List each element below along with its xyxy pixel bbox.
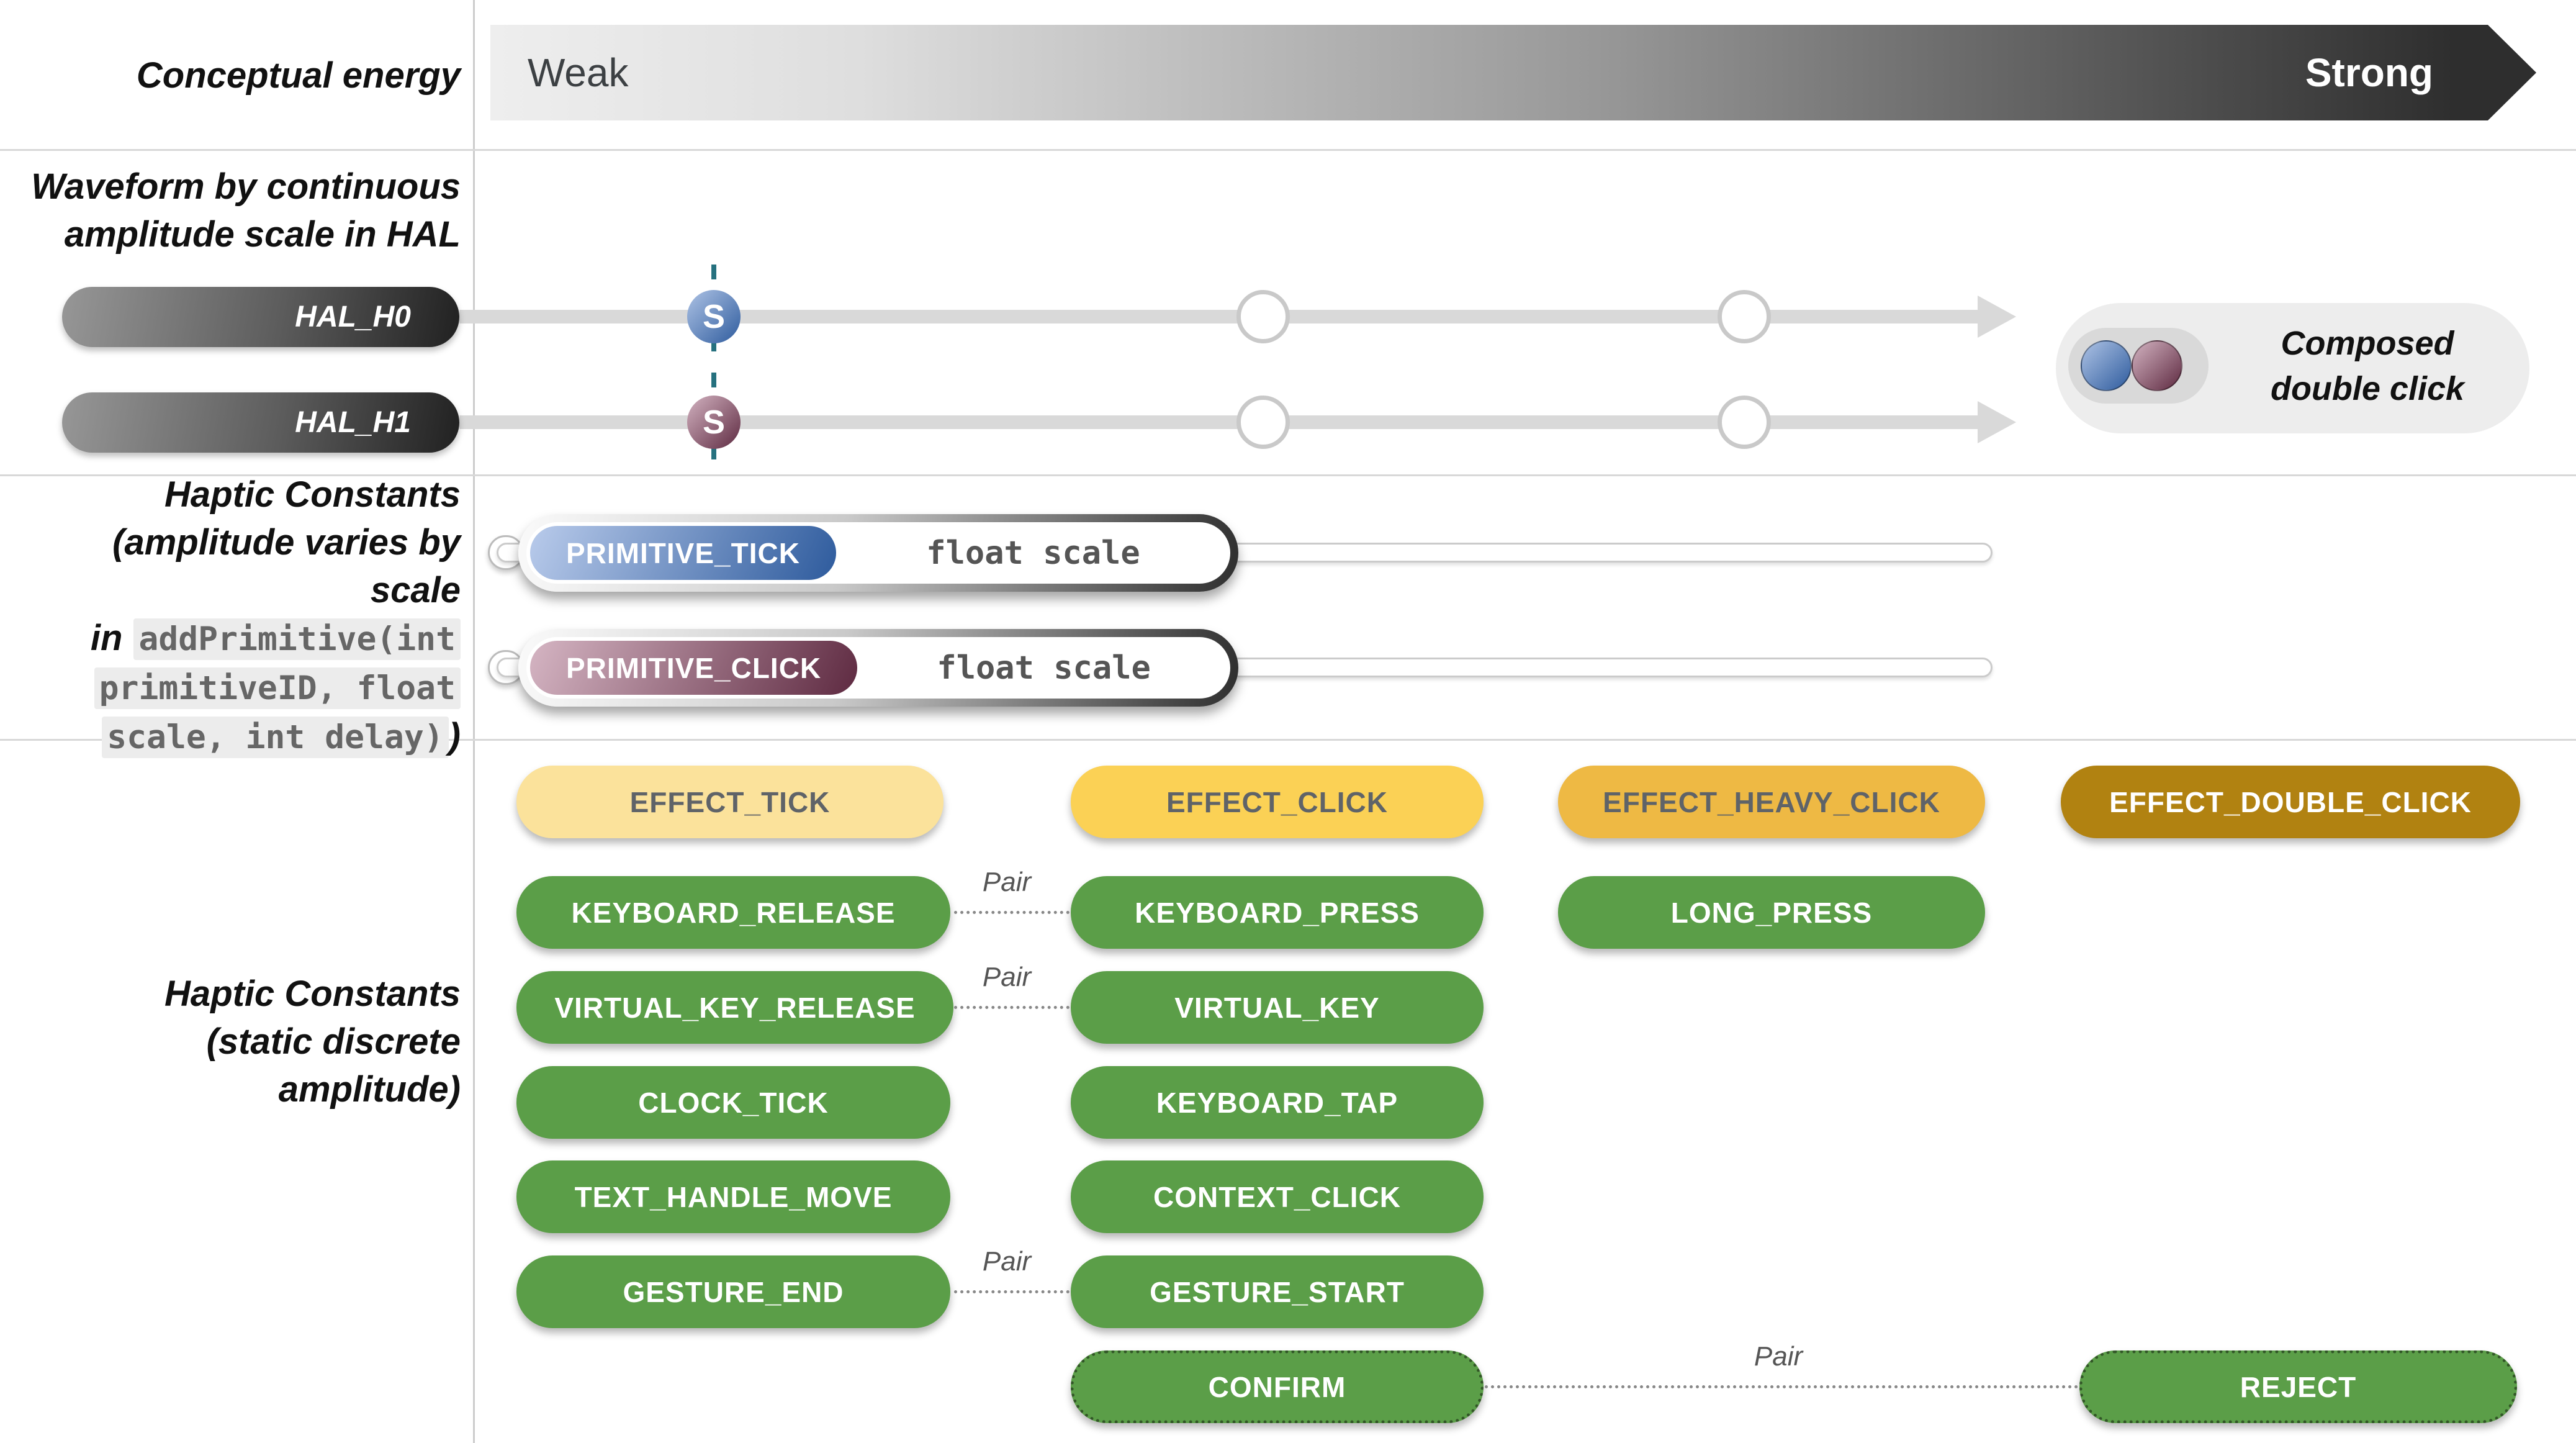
- weak-label: Weak: [528, 50, 629, 95]
- virtual-key-button: VIRTUAL_KEY: [1071, 971, 1484, 1044]
- reject-button: REJECT: [2079, 1350, 2517, 1423]
- section-separator: [0, 474, 2576, 476]
- hal-h1-arrowhead: [1978, 401, 2016, 443]
- pair-connector: [954, 911, 1070, 914]
- primitive-click-chip: PRIMITIVE_CLICK: [530, 641, 858, 695]
- text-handle-move-button: TEXT_HANDLE_MOVE: [516, 1160, 950, 1233]
- scale-dashed-line: [711, 265, 716, 481]
- pair-label: Pair: [982, 867, 1032, 897]
- section-separator: [0, 739, 2576, 741]
- virtual-key-release-button: VIRTUAL_KEY_RELEASE: [516, 971, 953, 1044]
- hal-h0-track: [459, 310, 1979, 323]
- pair-connector: [954, 1006, 1070, 1009]
- hal-h0-pill: HAL_H0: [62, 287, 459, 347]
- pair-connector: [1485, 1385, 2078, 1388]
- primitive-constants-label: Haptic Constants (amplitude varies by sc…: [12, 471, 461, 761]
- code-snippet: scale, int delay): [102, 717, 449, 758]
- gesture-end-button: GESTURE_END: [516, 1255, 950, 1328]
- hal-h1-track: [459, 415, 1979, 429]
- composed-double-click-label: Composed double click: [2270, 325, 2465, 407]
- conceptual-energy-label: Conceptual energy: [136, 55, 461, 96]
- primitive-click-control: PRIMITIVE_CLICK float scale: [518, 629, 1238, 707]
- primitive-click-param: float scale: [937, 649, 1151, 687]
- code-snippet: addPrimitive(int: [133, 618, 461, 660]
- effect-double-click-button: EFFECT_DOUBLE_CLICK: [2061, 766, 2520, 838]
- primitive-tick-param: float scale: [926, 534, 1140, 572]
- composed-blue-dot: [2081, 340, 2132, 391]
- primitive-tick-control: PRIMITIVE_TICK float scale: [518, 514, 1238, 592]
- h0-scale-marker: S: [687, 290, 741, 343]
- h0-step-circle: [1718, 290, 1771, 343]
- h1-step-circle: [1236, 396, 1290, 449]
- pair-label: Pair: [1754, 1341, 1803, 1372]
- column-divider: [473, 0, 475, 1443]
- h1-step-circle: [1718, 396, 1771, 449]
- keyboard-press-button: KEYBOARD_PRESS: [1071, 876, 1484, 949]
- primitive-tick-chip: PRIMITIVE_TICK: [530, 526, 836, 580]
- hal-h0-arrowhead: [1978, 296, 2016, 338]
- h1-scale-marker: S: [687, 396, 741, 449]
- pair-label: Pair: [982, 1246, 1032, 1277]
- composed-maroon-dot: [2132, 340, 2182, 391]
- pair-connector: [954, 1290, 1070, 1293]
- energy-gradient-bar: [490, 25, 2536, 120]
- effect-heavy-click-button: EFFECT_HEAVY_CLICK: [1558, 766, 1985, 838]
- confirm-button: CONFIRM: [1071, 1350, 1484, 1423]
- keyboard-release-button: KEYBOARD_RELEASE: [516, 876, 950, 949]
- hal-h1-pill: HAL_H1: [62, 392, 459, 453]
- clock-tick-button: CLOCK_TICK: [516, 1066, 950, 1139]
- strong-label: Strong: [2305, 50, 2433, 95]
- effect-tick-button: EFFECT_TICK: [516, 766, 943, 838]
- long-press-button: LONG_PRESS: [1558, 876, 1985, 949]
- gesture-start-button: GESTURE_START: [1071, 1255, 1484, 1328]
- keyboard-tap-button: KEYBOARD_TAP: [1071, 1066, 1484, 1139]
- context-click-button: CONTEXT_CLICK: [1071, 1160, 1484, 1233]
- section-separator: [0, 149, 2576, 151]
- pair-label: Pair: [982, 962, 1032, 992]
- effect-click-button: EFFECT_CLICK: [1071, 766, 1484, 838]
- waveform-section-label: Waveform by continuous amplitude scale i…: [31, 166, 461, 255]
- code-snippet: primitiveID, float: [94, 667, 461, 709]
- static-constants-label: Haptic Constants (static discrete amplit…: [164, 974, 461, 1110]
- h0-step-circle: [1236, 290, 1290, 343]
